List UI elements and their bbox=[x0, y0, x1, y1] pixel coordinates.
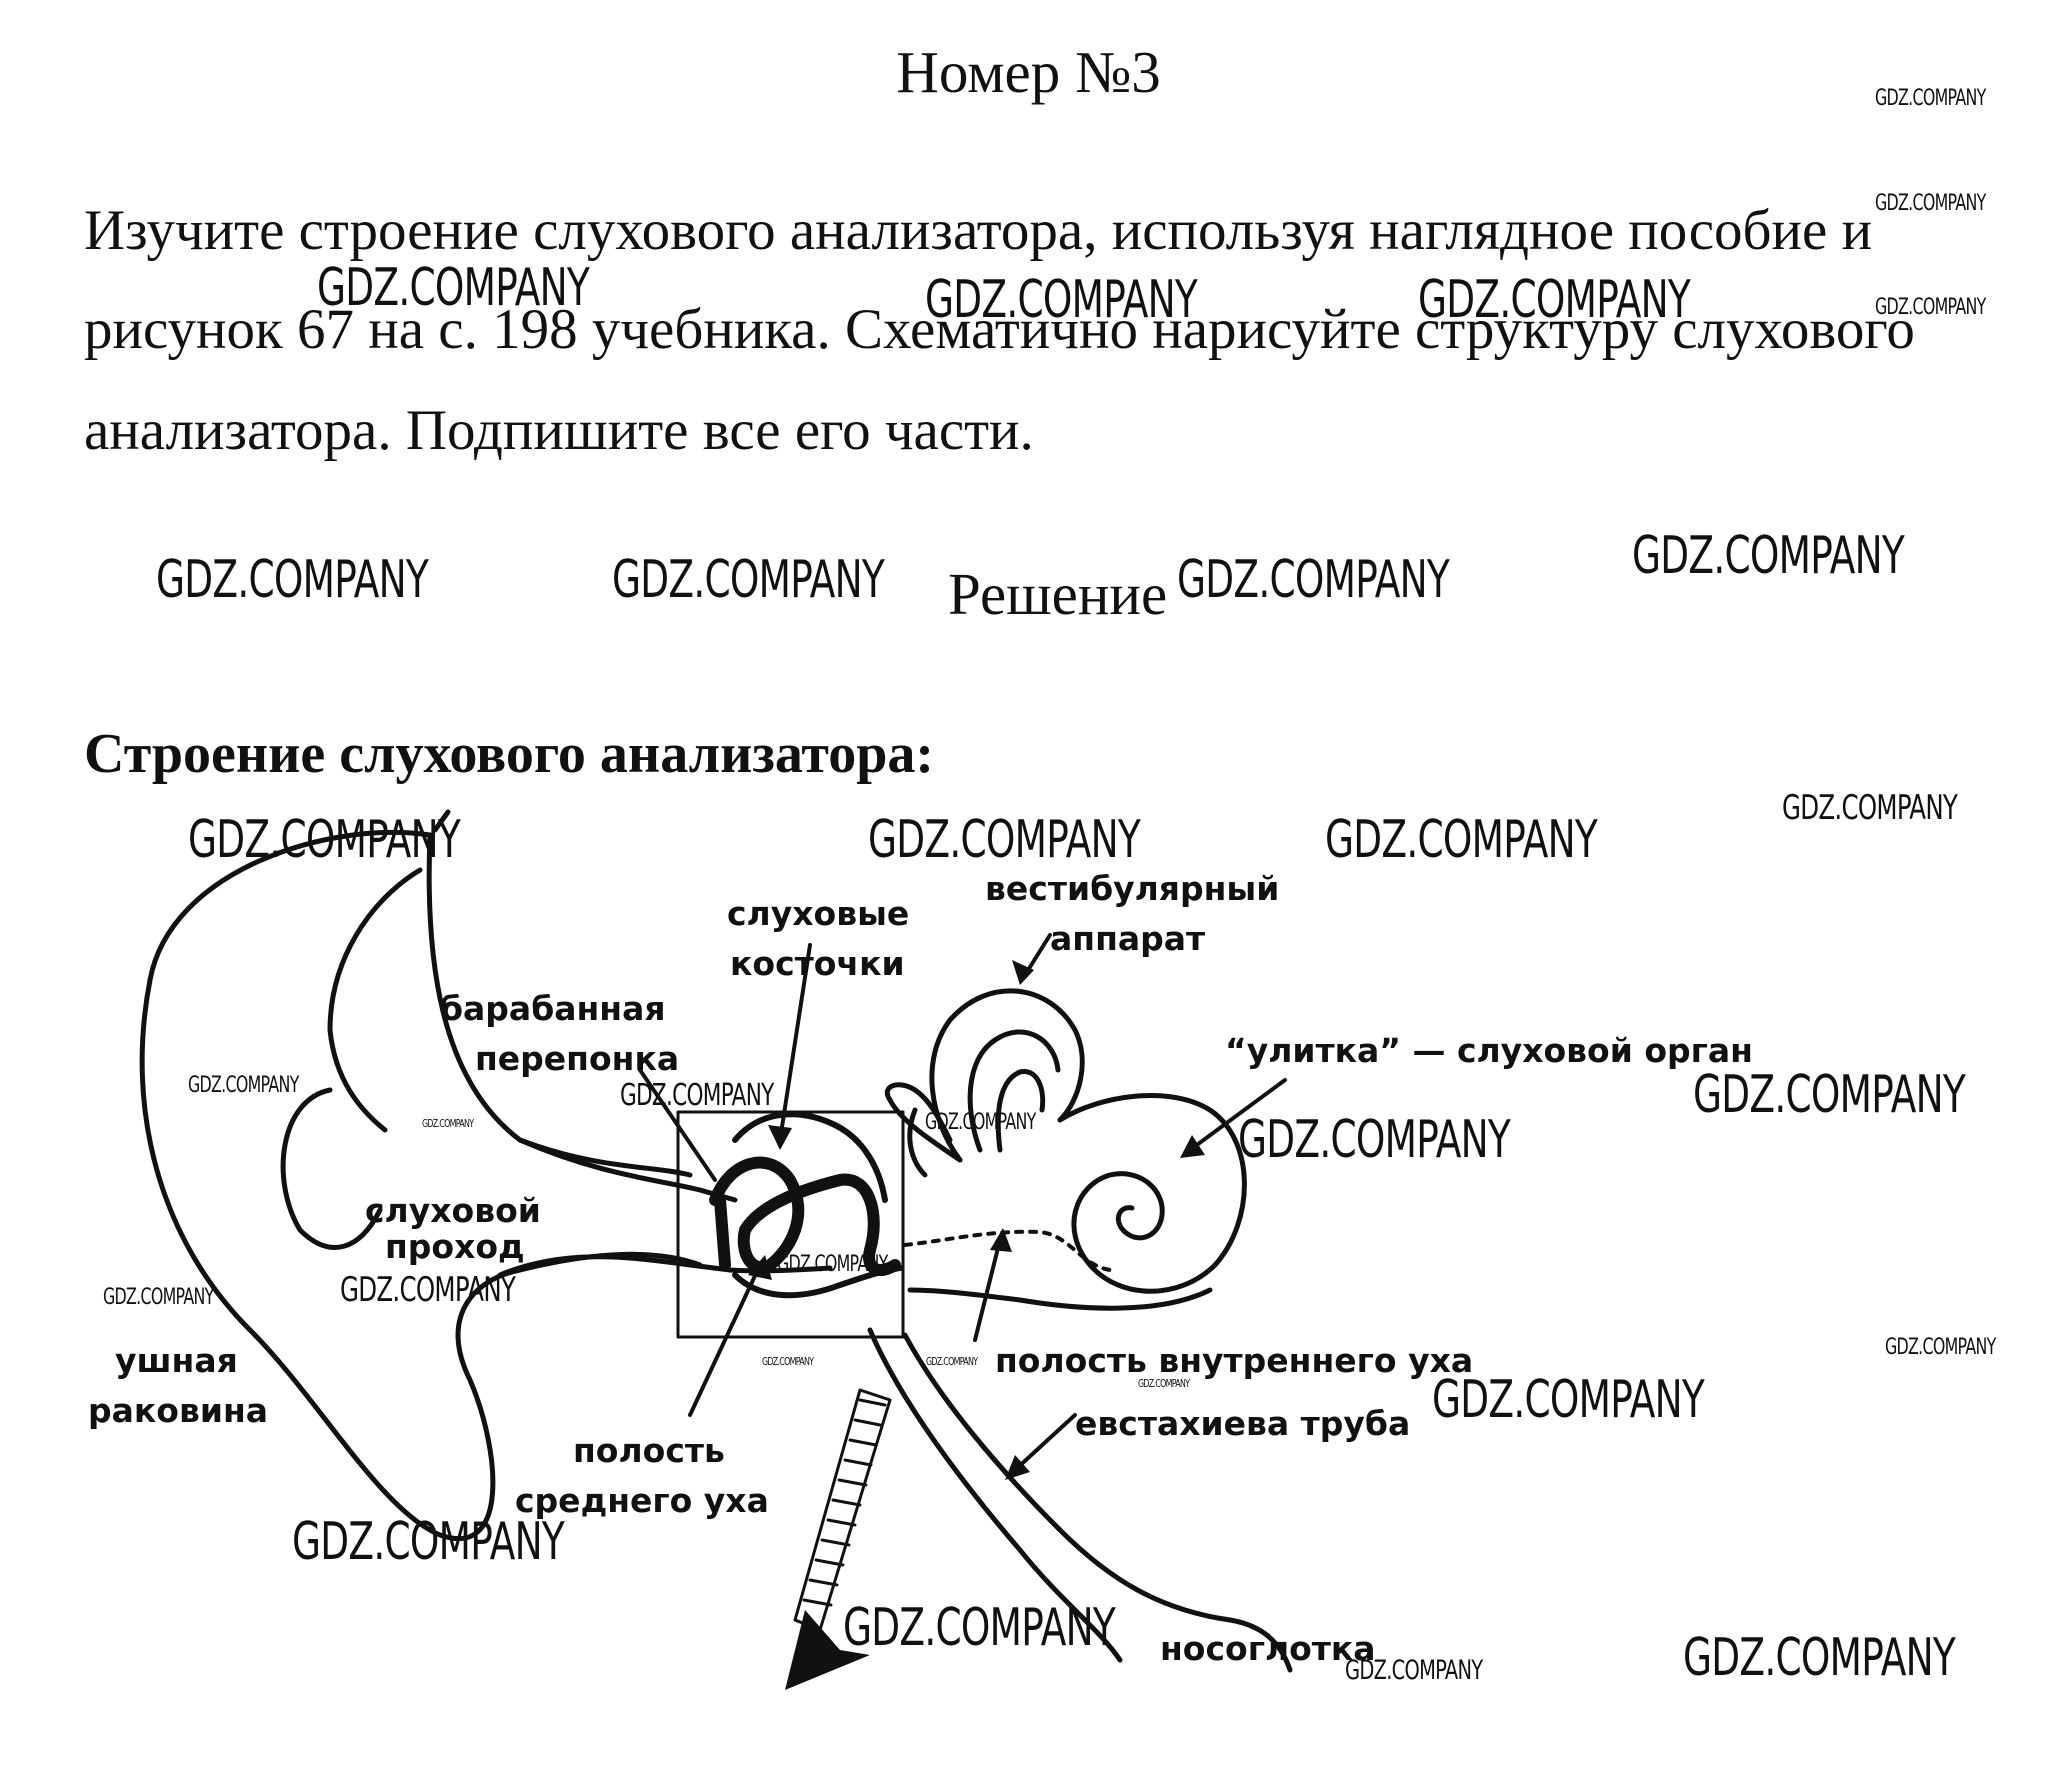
cochlea bbox=[907, 1093, 1247, 1311]
watermark: GDZ.COMPANY bbox=[1875, 86, 1986, 111]
watermark: GDZ.COMPANY bbox=[1418, 270, 1691, 330]
watermark: GDZ.COMPANY bbox=[1875, 191, 1986, 216]
watermark: GDZ.COMPANY bbox=[103, 1285, 214, 1310]
label-pinna-1: ушная bbox=[115, 1341, 238, 1380]
eustachian-tube bbox=[867, 1327, 1293, 1673]
pointer-arrows bbox=[638, 933, 1287, 1472]
watermark: GDZ.COMPANY bbox=[1693, 1065, 1966, 1125]
vestibular-apparatus bbox=[885, 988, 1085, 1178]
watermark: GDZ.COMPANY bbox=[926, 1355, 978, 1368]
watermark: GDZ.COMPANY bbox=[1138, 1377, 1190, 1390]
arrowheads bbox=[748, 960, 1205, 1690]
label-inner-cavity: полость внутреннего уха bbox=[995, 1341, 1473, 1380]
label-eardrum-1: барабанная bbox=[440, 989, 666, 1028]
label-cochlea: “улитка” — слуховой орган bbox=[1225, 1031, 1753, 1070]
section-heading: Строение слухового анализатора: bbox=[84, 723, 934, 785]
watermark: GDZ.COMPANY bbox=[612, 550, 885, 610]
label-pinna-2: раковина bbox=[88, 1391, 268, 1430]
inner-cavity-dotted bbox=[903, 1229, 1112, 1272]
watermark: GDZ.COMPANY bbox=[1238, 1110, 1511, 1170]
label-eardrum-2: перепонка bbox=[475, 1039, 679, 1078]
watermark: GDZ.COMPANY bbox=[843, 1598, 1116, 1658]
watermark: GDZ.COMPANY bbox=[422, 1117, 474, 1130]
watermark: GDZ.COMPANY bbox=[1683, 1628, 1956, 1688]
label-eustachian: евстахиева труба bbox=[1075, 1404, 1410, 1443]
watermark: GDZ.COMPANY bbox=[1325, 810, 1598, 870]
watermark: GDZ.COMPANY bbox=[188, 1073, 299, 1098]
label-canal-2: проход bbox=[385, 1227, 525, 1266]
nasopharynx-arrow bbox=[793, 1388, 892, 1632]
problem-number: Номер №3 bbox=[896, 39, 1161, 105]
solution-heading: Решение bbox=[948, 561, 1168, 627]
watermark: GDZ.COMPANY bbox=[292, 1512, 565, 1572]
watermark: GDZ.COMPANY bbox=[340, 1270, 516, 1310]
label-middle-1: полость bbox=[573, 1431, 725, 1470]
watermark: GDZ.COMPANY bbox=[620, 1078, 774, 1113]
watermark: GDZ.COMPANY bbox=[925, 270, 1198, 330]
watermark: GDZ.COMPANY bbox=[1885, 1335, 1996, 1360]
watermark: GDZ.COMPANY bbox=[762, 1355, 814, 1368]
task-text-line-3: анализатора. Подпишите все его части. bbox=[84, 399, 1034, 462]
ossicles bbox=[709, 1156, 901, 1276]
outer-canal-line bbox=[517, 1137, 738, 1203]
watermark: GDZ.COMPANY bbox=[1432, 1370, 1705, 1430]
label-ossicles-1: слуховые bbox=[727, 894, 909, 933]
label-vestibular-1: вестибулярный bbox=[985, 869, 1279, 908]
middle-cavity-wall bbox=[732, 1111, 903, 1299]
label-middle-2: среднего уха bbox=[515, 1481, 769, 1520]
watermark: GDZ.COMPANY bbox=[777, 1252, 888, 1277]
watermark: GDZ.COMPANY bbox=[188, 810, 461, 870]
watermark: GDZ.COMPANY bbox=[868, 810, 1141, 870]
label-canal-1: слуховой bbox=[365, 1191, 541, 1230]
watermark: GDZ.COMPANY bbox=[317, 258, 590, 318]
label-nasopharynx: носоглотка bbox=[1160, 1629, 1376, 1668]
watermark: GDZ.COMPANY bbox=[1177, 550, 1450, 610]
watermark: GDZ.COMPANY bbox=[1782, 788, 1958, 828]
watermark: GDZ.COMPANY bbox=[1345, 1655, 1483, 1686]
label-vestibular-2: аппарат bbox=[1050, 919, 1205, 958]
task-text-line-1: Изучите строение слухового анализатора, … bbox=[84, 199, 1873, 262]
pinna-outline bbox=[139, 809, 833, 1542]
watermark: GDZ.COMPANY bbox=[925, 1110, 1036, 1135]
label-ossicles-2: косточки bbox=[730, 944, 905, 983]
watermark: GDZ.COMPANY bbox=[156, 550, 429, 610]
watermark: GDZ.COMPANY bbox=[1632, 526, 1905, 586]
task-text-line-2: рисунок 67 на с. 198 учебника. Схематичн… bbox=[84, 298, 1915, 361]
watermark: GDZ.COMPANY bbox=[1875, 295, 1986, 320]
